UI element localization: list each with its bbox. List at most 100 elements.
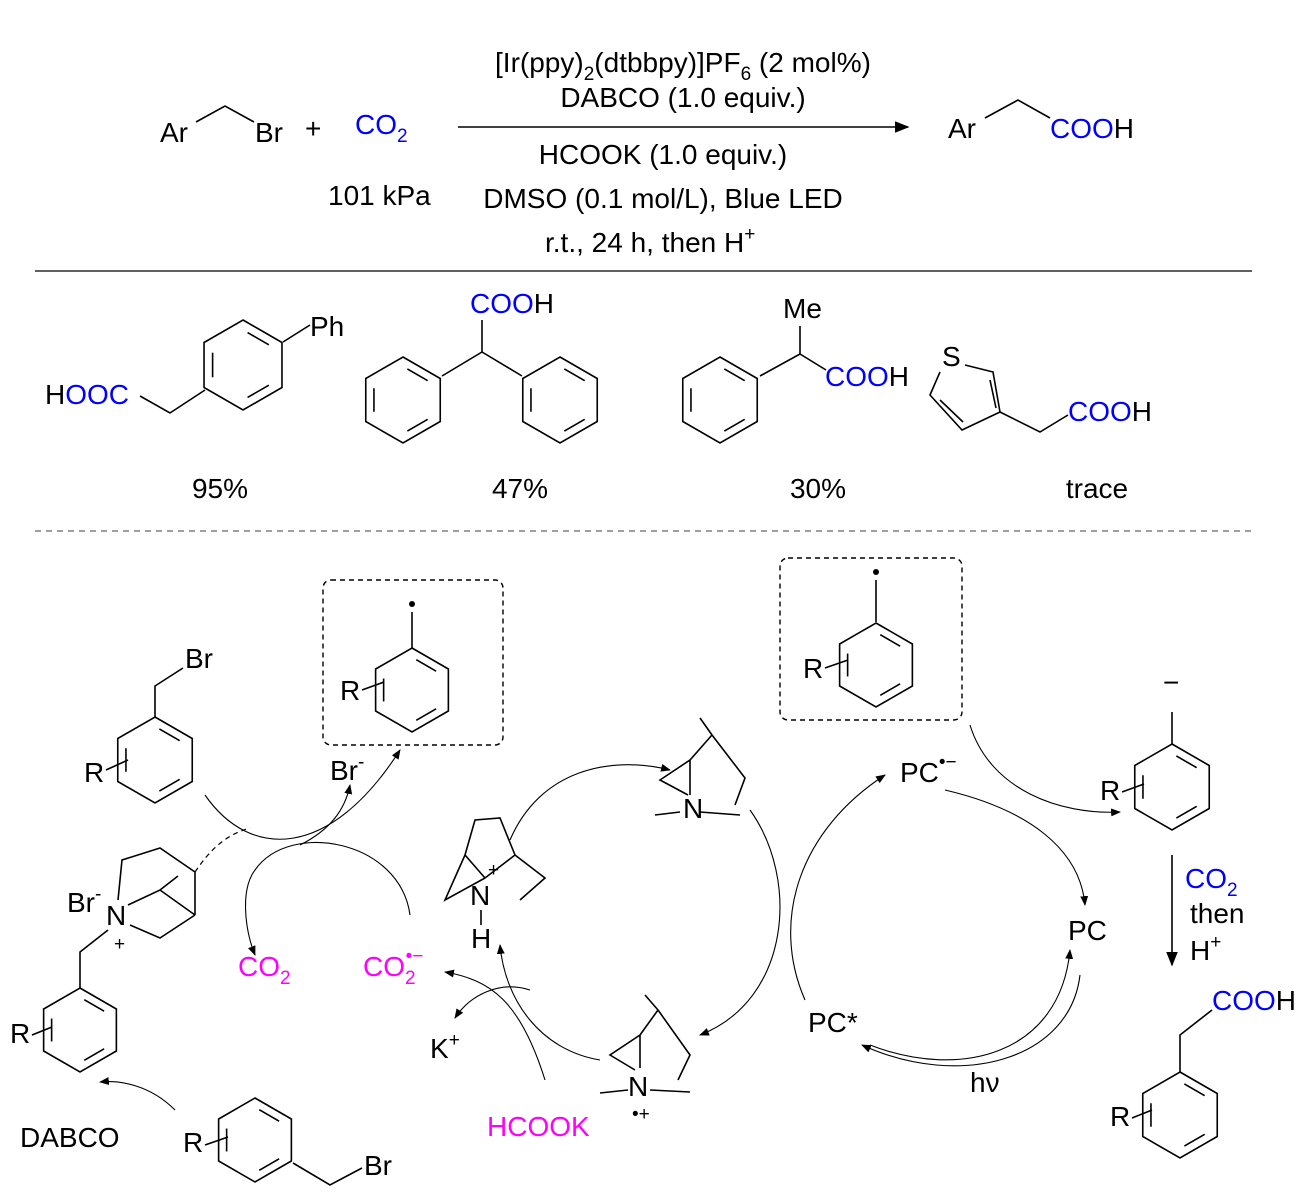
ring-double-bond <box>723 418 746 432</box>
benzene-ring <box>1141 1071 1219 1159</box>
salt-ch2-bond <box>79 929 109 988</box>
mech-r: R <box>10 1018 30 1049</box>
reactant-br: Br <box>255 117 283 148</box>
radical-cation-n: N <box>628 1071 648 1102</box>
example-3-cooh-bond <box>799 353 827 371</box>
arrow <box>99 1077 176 1111</box>
radical-box <box>322 579 504 746</box>
final-cooh: COOH <box>1212 985 1296 1016</box>
mech-r: R <box>340 675 360 706</box>
arrow <box>861 974 1081 1067</box>
ring-double-bond <box>1175 805 1198 819</box>
arrow <box>699 809 781 1036</box>
dabco-cage <box>654 717 746 816</box>
ring-outline <box>116 716 194 804</box>
ch2-bond <box>195 105 255 123</box>
example-3-cooh: COOH <box>825 361 909 392</box>
plus-sign: + <box>305 113 321 144</box>
example-4-sulfur: S <box>942 341 961 372</box>
salt-bromide: Br- <box>67 884 101 918</box>
example-3-me: Me <box>783 293 822 324</box>
bromide-anion: Br- <box>330 752 364 786</box>
ring-double-bond <box>247 331 270 346</box>
mech-r: R <box>183 1127 203 1158</box>
benzene-ring <box>374 647 450 733</box>
dabcoh-n: N <box>470 880 490 911</box>
product-ch2-bond <box>984 99 1051 119</box>
ring-double-bond <box>158 778 181 792</box>
dabcoh-h: H <box>471 923 491 954</box>
ring-double-bond <box>258 1158 280 1171</box>
dabco-label: DABCO <box>20 1122 120 1153</box>
co2-radical-anion: CO2•− <box>363 946 423 989</box>
benzene-ring <box>1133 743 1211 831</box>
example-3-bonds <box>759 326 801 377</box>
radical-cation-sign: •+ <box>632 1104 650 1125</box>
benzyl-ch2-bond <box>292 1162 363 1186</box>
reductant: HCOOK (1.0 equiv.) <box>539 139 787 170</box>
example-1-ph-bond <box>282 324 311 343</box>
arrow <box>944 789 1089 906</box>
ring-double-bond <box>247 384 270 399</box>
anion-minus: − <box>1163 667 1179 698</box>
step-co2: CO2 <box>1185 863 1238 901</box>
arrow <box>444 969 546 1081</box>
ring-double-bond <box>1175 755 1198 769</box>
ring-double-bond <box>415 659 437 672</box>
benzene-ring <box>521 356 599 444</box>
benzene-ring <box>42 987 118 1073</box>
ring-double-bond <box>879 634 901 647</box>
mechanism: Br R R Br- R − R CO2 then H+ COOH R Br- … <box>10 557 1296 1186</box>
example-4-cooh: COOH <box>1068 396 1152 427</box>
co2-species: CO2 <box>238 951 291 989</box>
ring-double-bond <box>879 683 901 696</box>
dashed-bond <box>194 827 251 873</box>
arrow <box>869 949 1074 1061</box>
hcook: HCOOK <box>487 1111 590 1142</box>
co2-reagent: CO2 <box>355 109 408 147</box>
substrate-examples: HOOC Ph 95% COOH 47% Me COOH 30% S COOH … <box>45 288 1152 504</box>
ring-double-bond <box>83 999 105 1012</box>
r-bond <box>361 681 385 691</box>
ring-outline <box>42 987 118 1073</box>
main-reaction: Ar Br + CO2 101 kPa [Ir(ppy)2(dtbbpy)]PF… <box>160 47 1134 258</box>
ring-double-bond <box>158 728 181 742</box>
pc-radical-anion: PC•− <box>900 752 957 788</box>
example-2-cooh: COOH <box>470 288 554 319</box>
ring-double-bond <box>258 1109 280 1122</box>
example-4-yield: trace <box>1066 473 1128 504</box>
ring-outline <box>1141 1071 1219 1159</box>
example-4-ch2 <box>999 411 1069 433</box>
thiophene-double-bond <box>939 399 964 423</box>
ring-double-bond <box>1183 1083 1206 1097</box>
mech-r: R <box>803 653 823 684</box>
pc-excited: PC* <box>808 1007 858 1038</box>
ring-outline <box>374 647 450 733</box>
dabco-radical-cage <box>599 994 691 1094</box>
dabco-cage <box>117 847 196 939</box>
salt-n: N <box>106 900 126 931</box>
solvent: DMSO (0.1 mol/L), Blue LED <box>483 183 842 214</box>
r-bond <box>1121 783 1145 793</box>
ring-double-bond <box>406 418 429 432</box>
benzyl-ch2-bond <box>154 667 184 718</box>
r-bond <box>31 1026 53 1036</box>
dabcoh-plus: + <box>488 860 499 881</box>
ring-outline <box>364 356 442 444</box>
ring-double-bond <box>723 368 746 382</box>
ring-outline <box>521 356 599 444</box>
ring-double-bond <box>83 1048 105 1061</box>
example-2-yield: 47% <box>492 473 548 504</box>
ring-double-bond <box>415 708 437 721</box>
arrow <box>969 724 1121 817</box>
arrow <box>790 774 886 1001</box>
potassium: K+ <box>430 1030 460 1064</box>
ring-outline <box>217 1097 293 1183</box>
catalyst: [Ir(ppy)2(dtbbpy)]PF6 (2 mol%) <box>495 47 871 85</box>
ring-double-bond <box>563 368 586 382</box>
base: DABCO (1.0 equiv.) <box>560 82 805 113</box>
mech-r: R <box>1100 775 1120 806</box>
example-1-cooh: HOOC <box>45 379 129 410</box>
radical-dot <box>873 569 879 575</box>
